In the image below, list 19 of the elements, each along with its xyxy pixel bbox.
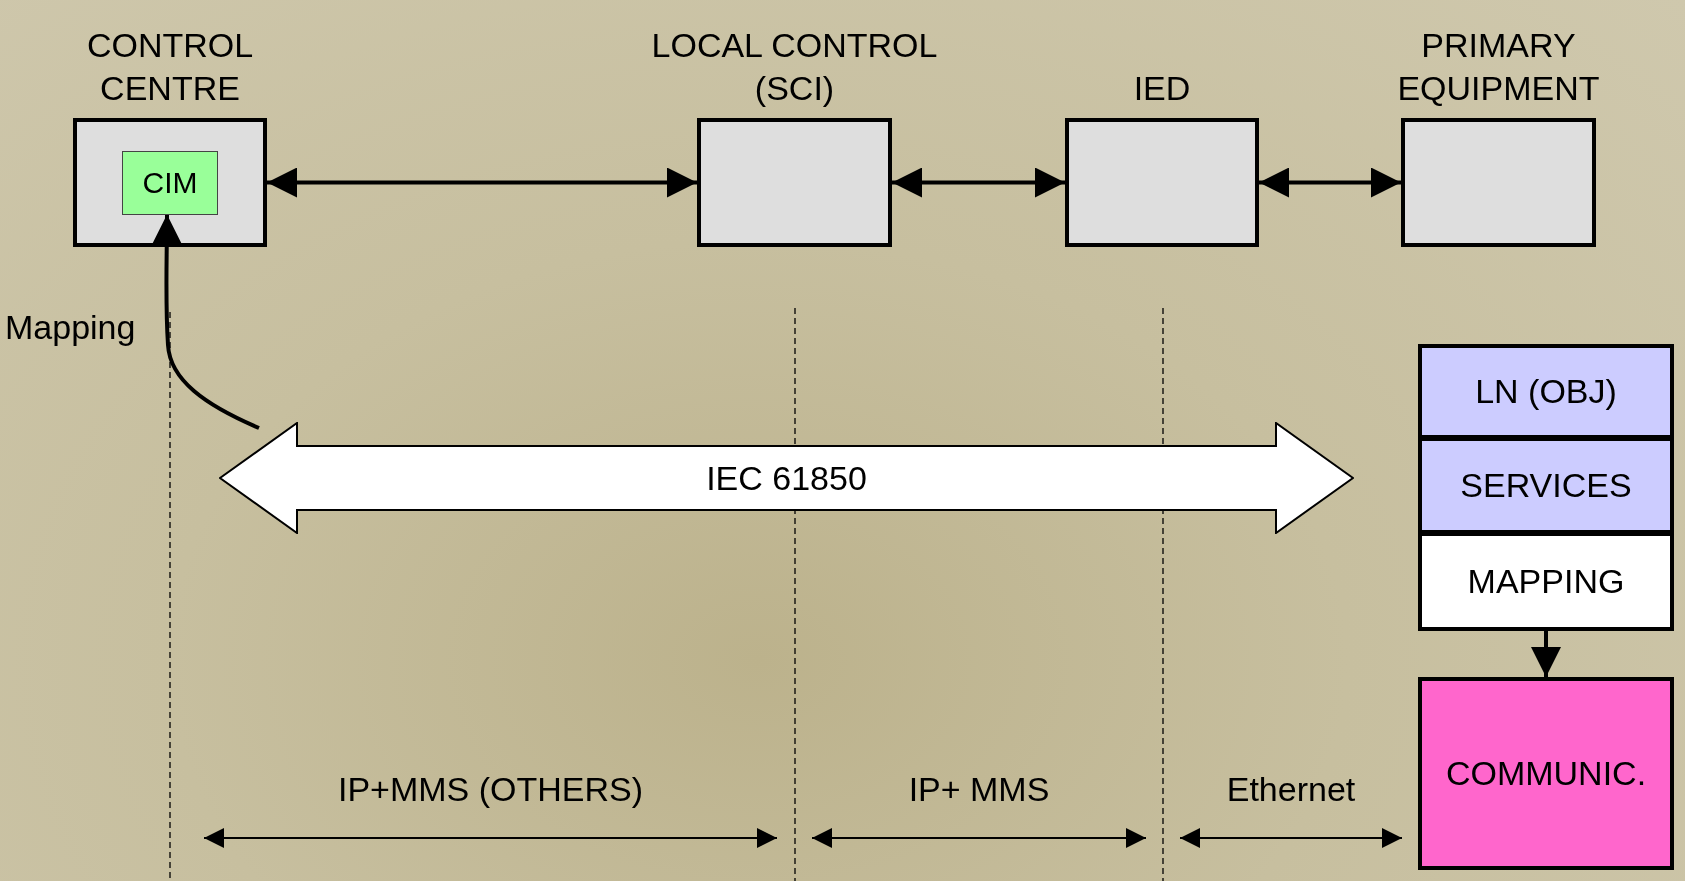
heading: IED — [1132, 68, 1192, 109]
heading: LOCAL CONTROL (SCI) — [650, 25, 939, 109]
arrow — [892, 167, 1065, 198]
arrow — [1531, 631, 1561, 677]
layer-box: COMMUNIC. — [1418, 677, 1674, 870]
dimension-label: IP+MMS (OTHERS) — [337, 770, 644, 809]
arrow — [151, 214, 260, 430]
edge-label: Mapping — [5, 308, 136, 347]
layer-box: LN (OBJ) — [1418, 344, 1674, 439]
arrow-label: IEC 61850 — [706, 458, 867, 498]
arrow — [267, 167, 697, 198]
arrow — [1259, 167, 1401, 198]
model-box: CIM — [122, 150, 218, 215]
heading: CONTROL CENTRE — [85, 25, 255, 109]
layer-box: SERVICES — [1418, 437, 1674, 534]
layer-box: MAPPING — [1418, 532, 1674, 631]
dimension-label: Ethernet — [1226, 770, 1356, 809]
heading: PRIMARY EQUIPMENT — [1396, 25, 1601, 109]
dimension-label: IP+ MMS — [908, 770, 1050, 809]
